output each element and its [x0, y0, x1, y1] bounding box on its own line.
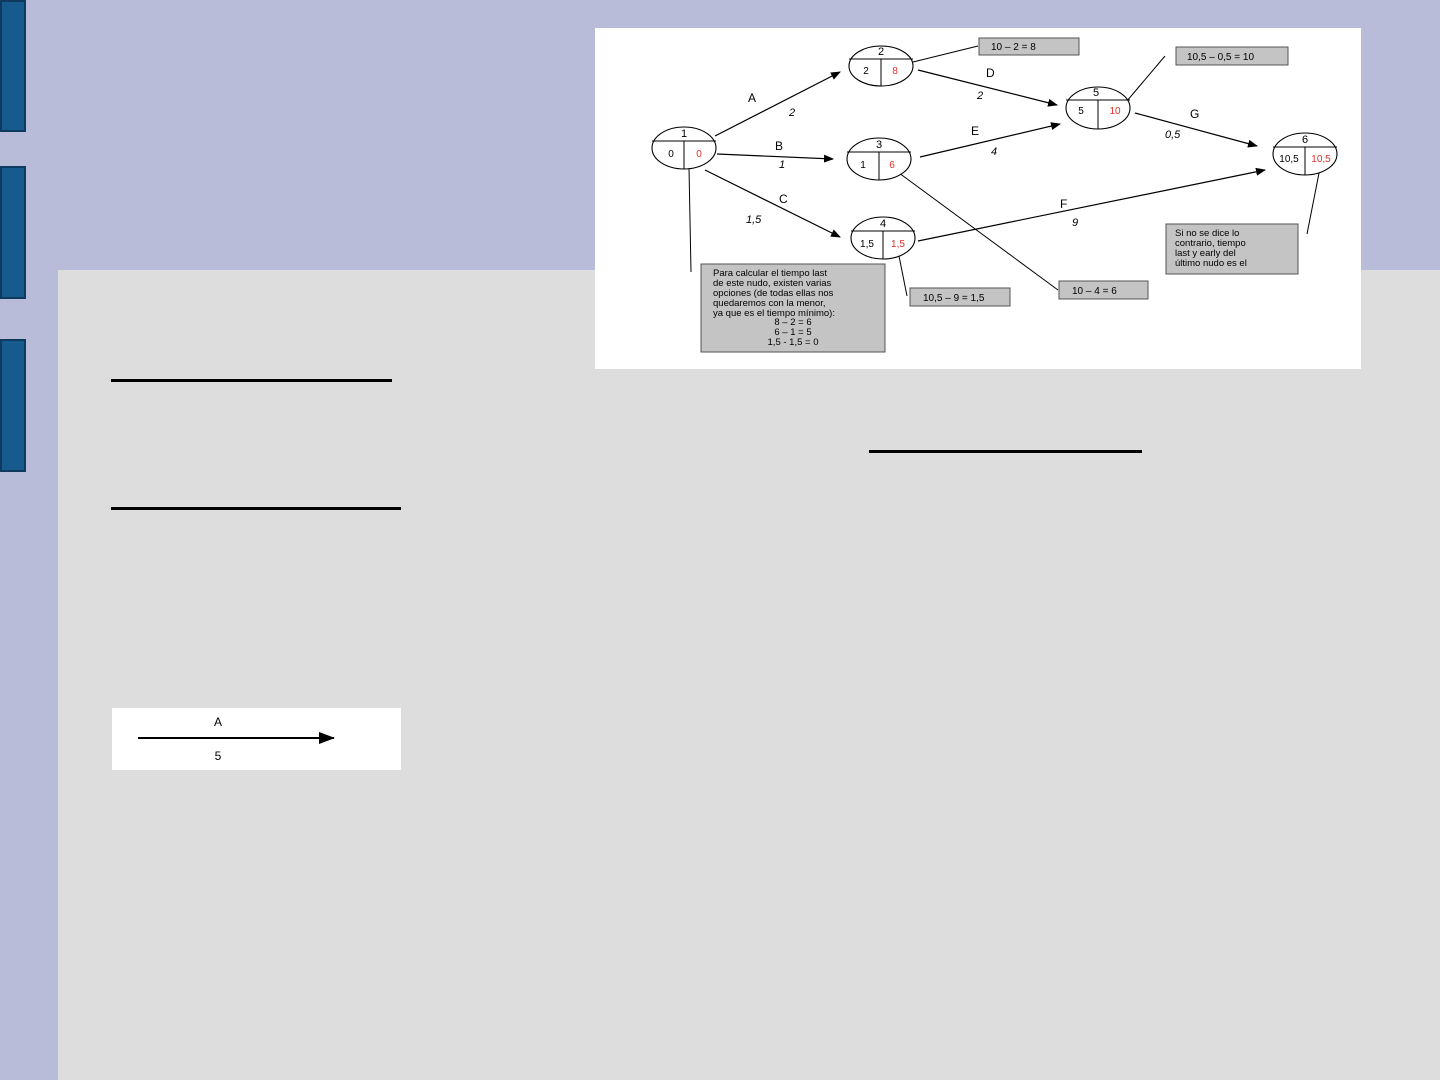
- node-1-early: 0: [668, 149, 674, 160]
- activity-a-duration: 2: [788, 107, 795, 119]
- node-3-early: 1: [860, 160, 866, 171]
- underline-rule-1: [111, 379, 392, 382]
- side-tab-3[interactable]: [0, 339, 26, 472]
- node-6-early: 10,5: [1279, 154, 1299, 165]
- callout-node1-line7: 6 – 1 = 5: [774, 327, 811, 338]
- node-2-late: 8: [892, 66, 898, 77]
- callout-node6-line2: contrario, tiempo: [1175, 238, 1246, 249]
- callout-node6-line1: Si no se dice lo: [1175, 228, 1239, 239]
- node-3-late: 6: [889, 160, 895, 171]
- node-1-late: 0: [696, 149, 702, 160]
- activity-c-duration: 1,5: [746, 214, 762, 226]
- callout-node3-text: 10 – 4 = 6: [1072, 286, 1117, 297]
- legend-activity-label: A: [214, 715, 222, 729]
- callout-node5-text: 10,5 – 0,5 = 10: [1187, 52, 1254, 63]
- callout-node2-text: 10 – 2 = 8: [991, 42, 1036, 53]
- activity-a-label: A: [748, 91, 756, 105]
- callout-node1-line1: Para calcular el tiempo last: [713, 268, 827, 279]
- callout-node1-line3: opciones (de todas ellas nos: [713, 288, 834, 299]
- callout-node1: Para calcular el tiempo last de este nud…: [700, 263, 886, 353]
- activity-b-arrow: [716, 153, 834, 163]
- underline-rule-2: [111, 507, 401, 510]
- callout-node1-line2: de este nudo, existen varias: [713, 278, 832, 289]
- activity-c-label: C: [779, 192, 788, 206]
- activity-g-label: G: [1190, 107, 1199, 121]
- activity-legend: A 5: [112, 708, 401, 770]
- node-6: 6 10,5 10,5: [1272, 132, 1338, 176]
- callout-node3: 10 – 4 = 6: [1058, 280, 1149, 300]
- activity-f-duration: 9: [1072, 217, 1078, 229]
- underline-rule-3: [869, 450, 1142, 453]
- node-5-early: 5: [1078, 106, 1084, 117]
- callout-node2: 10 – 2 = 8: [978, 37, 1080, 56]
- activity-d-arrow: [917, 69, 1058, 107]
- side-tab-2[interactable]: [0, 166, 26, 299]
- node-4-late: 1,5: [891, 239, 905, 250]
- callout-node1-line6: 8 – 2 = 6: [774, 317, 811, 328]
- callout-leader-node5: [1120, 55, 1166, 109]
- callout-node1-line5: ya que es el tiempo mínimo):: [713, 308, 835, 319]
- callout-leader-node2: [912, 45, 979, 63]
- node-3-id: 3: [876, 139, 882, 151]
- callout-node4: 10,5 – 9 = 1,5: [909, 287, 1011, 307]
- callout-node6-line4: último nudo es el: [1175, 258, 1247, 269]
- activity-f-label: F: [1060, 197, 1067, 211]
- activity-d-label: D: [986, 66, 995, 80]
- callout-node6: Si no se dice lo contrario, tiempo last …: [1165, 223, 1299, 275]
- node-2-early: 2: [863, 66, 869, 77]
- node-1: 1 0 0: [651, 126, 717, 170]
- node-5-id: 5: [1093, 87, 1099, 99]
- callout-leader-node1: [688, 167, 692, 273]
- node-2-id: 2: [878, 46, 884, 58]
- callout-leader-node4: [898, 255, 908, 297]
- node-4-id: 4: [880, 218, 886, 230]
- callout-node1-line8: 1,5 - 1,5 = 0: [768, 337, 819, 348]
- node-1-id: 1: [681, 128, 687, 140]
- activity-c-arrow: [704, 169, 841, 238]
- node-5: 5 5 10: [1065, 86, 1131, 130]
- node-5-late: 10: [1109, 106, 1121, 117]
- activity-d-duration: 2: [976, 90, 983, 102]
- callout-node5: 10,5 – 0,5 = 10: [1175, 46, 1289, 66]
- node-3: 3 1 6: [846, 137, 912, 181]
- activity-e-label: E: [971, 124, 979, 138]
- node-4-early: 1,5: [860, 239, 874, 250]
- activity-g-duration: 0,5: [1165, 129, 1181, 141]
- callout-node4-text: 10,5 – 9 = 1,5: [923, 293, 985, 304]
- activity-g-arrow: [1134, 112, 1258, 148]
- activity-e-duration: 4: [991, 146, 997, 158]
- node-4: 4 1,5 1,5: [850, 216, 916, 260]
- activity-b-label: B: [775, 139, 783, 153]
- node-6-late: 10,5: [1311, 154, 1331, 165]
- callout-node1-line4: quedaremos con la menor,: [713, 298, 825, 309]
- node-2: 2 2 8: [848, 45, 914, 87]
- pert-network-diagram: A 2 B 1 C 1,5 D 2 E 4 F 9 G 0,5 1 0 0: [595, 28, 1361, 369]
- activity-e-arrow: [919, 122, 1061, 158]
- activity-a-arrow: [714, 71, 841, 137]
- node-6-id: 6: [1302, 134, 1308, 146]
- content-panel: [58, 270, 1440, 1080]
- callout-leader-node6: [1306, 167, 1321, 235]
- callout-node6-line3: last y early del: [1175, 248, 1236, 259]
- side-tab-1[interactable]: [0, 0, 26, 132]
- callout-leader-node3: [894, 169, 1059, 291]
- activity-b-duration: 1: [779, 159, 785, 171]
- legend-duration-label: 5: [215, 749, 222, 763]
